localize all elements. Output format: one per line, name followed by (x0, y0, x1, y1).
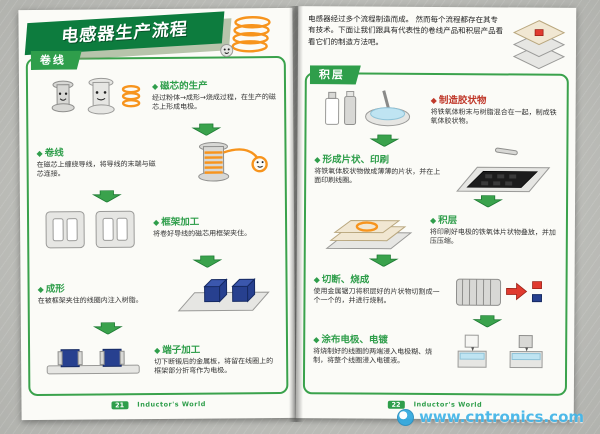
coil-spring-illustration (220, 16, 271, 57)
cntronics-logo-icon (397, 408, 415, 426)
step-label: 形成片状、印刷 (322, 154, 390, 166)
step-cutting-firing: ◆切断、烧成 使用金属锯刀将积层好的片状物切割成一个一个的，并进行烧制。 (310, 265, 560, 317)
step-description: 切下断锻后的金属板，将留在线圈上的框架部分折弯作为电极。 (154, 356, 274, 375)
watermark-url: www.cntronics.com (419, 408, 584, 426)
step-terminal-processing: ◆端子加工 切下断锻后的金属板，将留在线圈上的框架部分折弯作为电极。 (35, 333, 281, 389)
step-label: 卷线 (44, 147, 64, 159)
step-sheet-printing: ◆形成片状、印刷 将铁氧体胶状物做成薄薄的片状，并在上面印刷线圈。 (311, 145, 561, 197)
step-label: 磁芯的生产 (160, 80, 208, 92)
terminal-processing-illustration (35, 334, 151, 389)
cutting-firing-illustration (444, 266, 560, 317)
diamond-bullet-icon: ◆ (313, 275, 320, 285)
step-label-row: ◆制造胶状物 (430, 94, 559, 108)
step-text: ◆形成片状、印刷 将铁氧体胶状物做成薄薄的片状，并在上面印刷线圈。 (311, 154, 445, 187)
step-label-row: ◆成形 (38, 284, 162, 296)
step-description: 使用金属锯刀将积层好的片状物切割成一个一个的，并进行烧制。 (313, 286, 440, 305)
diamond-bullet-icon: ◆ (151, 81, 159, 91)
section-tab-winding: 卷线 (31, 51, 82, 70)
step-text: ◆磁芯的生产 经过粉体→成形→烧成过程，在生产的磁芯上形成电极。 (149, 80, 279, 113)
step-label: 成形 (45, 284, 65, 296)
section-tab-multilayer: 积层 (310, 65, 361, 84)
right-page: 电感器经过多个流程制造而成。 然而每个流程都存在其专有技术。下面让我们跟具有代表… (295, 6, 577, 420)
paste-making-illustration (311, 85, 427, 136)
step-molding: ◆成形 在被框架夹住的线圈内注入树脂。 (34, 267, 280, 323)
diamond-bullet-icon: ◆ (36, 148, 43, 158)
diamond-bullet-icon: ◆ (154, 345, 161, 355)
page-number: 21 (111, 400, 129, 409)
step-label-row: ◆涂布电极、电镀 (313, 334, 441, 347)
winding-flow-panel: ◆磁芯的生产 经过粉体→成形→烧成过程，在生产的磁芯上形成电极。 (25, 55, 289, 397)
step-text: ◆卷线 在磁芯上缠绕导线，将导线的末端与磁芯连接。 (33, 147, 163, 180)
flow-down-arrow-icon (311, 134, 561, 147)
intro-line1: 电感器经过多个流程制造而成。 (308, 14, 414, 24)
flow-down-arrow-icon (34, 189, 280, 203)
footer-title: Inductor's World (137, 400, 206, 409)
intro-text: 电感器经过多个流程制造而成。 然而每个流程都存在其专有技术。下面让我们跟具有代表… (308, 13, 504, 48)
step-description: 经过粉体→成形→烧成过程，在生产的磁芯上形成电极。 (152, 92, 276, 111)
step-label: 框架加工 (161, 217, 200, 229)
step-label: 制造胶状物 (438, 94, 487, 107)
flow-down-arrow-icon (311, 254, 561, 267)
title-banner: 电感器生产流程 (24, 11, 232, 63)
lamination-illustration (311, 205, 427, 256)
multilayer-flow-panel: ◆制造胶状物 将铁氧体粉末与树脂混合在一起，制成铁氧体胶状物。 (302, 72, 569, 396)
flow-down-arrow-icon (34, 255, 280, 269)
step-text: ◆积层 将印刷好电极的铁氧体片状物叠放，并加压压缩。 (427, 215, 561, 248)
step-label: 端子加工 (162, 344, 201, 356)
step-label-row: ◆形成片状、印刷 (314, 154, 442, 167)
step-label-row: ◆切断、烧成 (313, 274, 442, 287)
stacked-sheets-illustration (512, 20, 566, 70)
flow-down-arrow-icon (311, 195, 561, 208)
electrode-plating-illustration (444, 326, 560, 377)
step-label: 切断、烧成 (321, 274, 370, 286)
watermark: www.cntronics.com (397, 408, 584, 426)
molding-illustration (164, 267, 280, 322)
step-description: 将印刷好电极的铁氧体片状物叠放，并加压压缩。 (429, 227, 556, 246)
step-description: 将卷好导线的磁芯用框架夹住。 (153, 229, 252, 239)
step-label: 积层 (438, 214, 458, 226)
sheet-printing-illustration (445, 146, 561, 197)
core-production-illustration (33, 70, 149, 125)
step-frame-processing: ◆框架加工 将卷好导线的磁芯用框架夹住。 (34, 201, 280, 257)
page-footer: 21 Inductor's World (21, 393, 295, 414)
diamond-bullet-icon: ◆ (430, 95, 437, 105)
step-label-row: ◆端子加工 (154, 344, 278, 357)
step-text: ◆涂布电极、电镀 将烧制好的线圈的两端浸入电极糊、烧制，将整个线圈浸入电镀液。 (310, 334, 444, 367)
step-label-row: ◆框架加工 (153, 217, 277, 229)
step-text: ◆切断、烧成 使用金属锯刀将积层好的片状物切割成一个一个的，并进行烧制。 (310, 274, 444, 307)
step-description: 在被框架夹住的线圈内注入树脂。 (37, 296, 143, 306)
flow-down-arrow-icon (310, 315, 560, 328)
left-page: 电感器生产流程 卷线 (18, 7, 296, 421)
diamond-bullet-icon: ◆ (313, 335, 320, 345)
step-description: 将烧制好的线圈的两端浸入电极糊、烧制，将整个线圈浸入电镀液。 (313, 346, 433, 365)
winding-illustration (163, 135, 279, 190)
step-label: 涂布电极、电镀 (321, 334, 388, 346)
step-description: 在磁芯上缠绕导线，将导线的末端与磁芯连接。 (36, 159, 156, 178)
step-paste-making: ◆制造胶状物 将铁氧体粉末与树脂混合在一起，制成铁氧体胶状物。 (311, 85, 561, 137)
step-label-row: ◆磁芯的生产 (151, 80, 276, 93)
step-description: 将铁氧体胶状物做成薄薄的片状，并在上面印刷线圈。 (314, 166, 441, 185)
step-electrode-plating: ◆涂布电极、电镀 将烧制好的线圈的两端浸入电极糊、烧制，将整个线圈浸入电镀液。 (310, 325, 560, 377)
step-core-production: ◆磁芯的生产 经过粉体→成形→烧成过程，在生产的磁芯上形成电极。 (33, 69, 279, 125)
step-text: ◆制造胶状物 将铁氧体粉末与树脂混合在一起，制成铁氧体胶状物。 (428, 95, 562, 128)
frame-processing-illustration (34, 202, 150, 257)
step-text: ◆成形 在被框架夹住的线圈内注入树脂。 (35, 283, 165, 307)
step-label-row: ◆卷线 (36, 148, 160, 160)
diamond-bullet-icon: ◆ (153, 218, 160, 228)
step-lamination: ◆积层 将印刷好电极的铁氧体片状物叠放，并加压压缩。 (311, 205, 561, 257)
step-label-row: ◆积层 (429, 214, 558, 228)
step-winding: ◆卷线 在磁芯上缠绕导线，将导线的末端与磁芯连接。 (33, 135, 279, 191)
step-text: ◆框架加工 将卷好导线的磁芯用框架夹住。 (150, 216, 280, 240)
flow-down-arrow-icon (33, 123, 279, 137)
diamond-bullet-icon: ◆ (314, 155, 321, 165)
step-description: 将铁氧体粉末与树脂混合在一起，制成铁氧体胶状物。 (430, 107, 557, 126)
step-text: ◆端子加工 切下断锻后的金属板，将留在线圈上的框架部分折弯作为电极。 (151, 344, 281, 377)
flow-down-arrow-icon (35, 321, 281, 335)
diamond-bullet-icon: ◆ (37, 285, 44, 295)
diamond-bullet-icon: ◆ (429, 215, 437, 225)
